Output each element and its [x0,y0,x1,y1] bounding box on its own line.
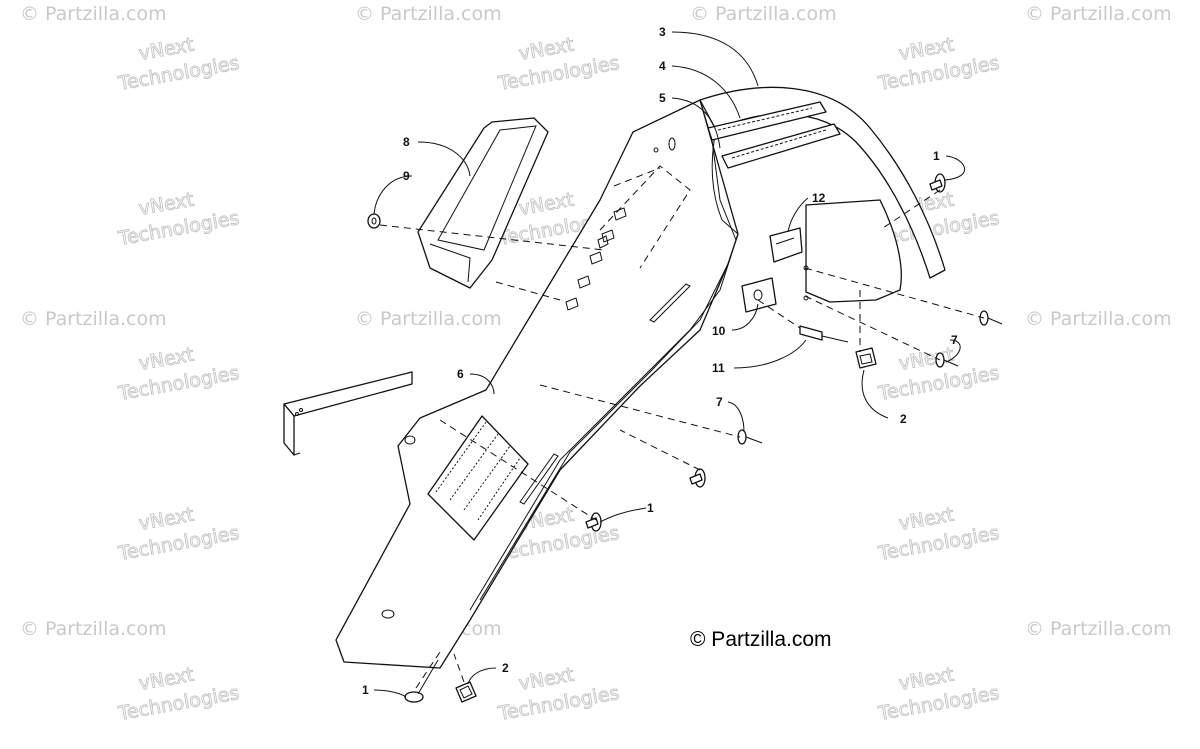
rivet-part-7-lower [737,429,763,445]
rear-flap-part-6 [335,99,739,669]
callout-3: 3 [659,25,666,39]
callout-8: 8 [403,135,410,149]
watermark-tech-line: Technologies [116,682,241,725]
bracket-part-12 [769,227,803,263]
fender-top-part-3 [699,86,946,303]
nut-part-2-right [855,347,877,369]
watermark-tech-line: Technologies [496,52,621,95]
watermark-partzilla: © Partzilla.com [20,618,167,640]
callout-1: 1 [933,149,940,163]
watermark-partzilla: © Partzilla.com [690,3,837,25]
watermark-partzilla: © Partzilla.com [1025,3,1172,25]
watermark-tech-line: Technologies [116,52,241,95]
watermark-partzilla: © Partzilla.com [20,308,167,330]
partzilla-credit: © Partzilla.com [690,628,832,651]
watermark-tech-line: Technologies [496,682,621,725]
callout-9: 9 [403,169,410,183]
callout-5: 5 [659,91,666,105]
watermark-tech-line: Technologies [876,522,1001,565]
watermark-partzilla: © Partzilla.com [355,308,502,330]
callout-2: 2 [502,661,509,675]
screw-part-1-lower [585,512,602,532]
rivet-part-11 [799,325,849,343]
bracket-part-10 [741,277,777,313]
nut-part-2-bottom [455,681,477,703]
watermark-tech-line: Technologies [876,52,1001,95]
watermark-tech-line: Technologies [116,522,241,565]
watermark-tech-line: Technologies [116,207,241,250]
decal-part-5 [721,123,841,169]
callout-7: 7 [716,395,723,409]
screw-part-1-bottom [404,659,439,703]
watermark-partzilla: © Partzilla.com [1025,308,1172,330]
warning-label [427,415,529,541]
callout-10: 10 [712,324,726,338]
callout-2: 2 [900,412,907,426]
callout-6: 6 [457,367,464,381]
callout-labels: 3 4 5 8 9 1 12 10 11 7 2 6 7 1 1 2 [362,25,958,697]
watermark-tech-line: Technologies [876,362,1001,405]
callout-1: 1 [647,501,654,515]
handle-part-8 [417,117,549,289]
callout-1: 1 [362,683,369,697]
assembly-lines [379,165,985,689]
watermark-tech-line: Technologies [876,682,1001,725]
frame-bracket [283,371,413,456]
washer-part-9 [367,213,381,229]
watermark-partzilla: © Partzilla.com [20,3,167,25]
decal-part-4 [707,101,827,141]
watermark-partzilla: © Partzilla.com [355,3,502,25]
callout-11: 11 [712,361,725,375]
watermark-partzilla: © Partzilla.com [1025,618,1172,640]
screw-part-1-mid [689,468,706,488]
callout-4: 4 [659,59,666,73]
leader-lines [373,31,966,698]
watermark-tech-line: Technologies [116,362,241,405]
screw-part-1-top [929,173,946,193]
callout-12: 12 [812,191,826,205]
callout-7: 7 [951,333,958,347]
